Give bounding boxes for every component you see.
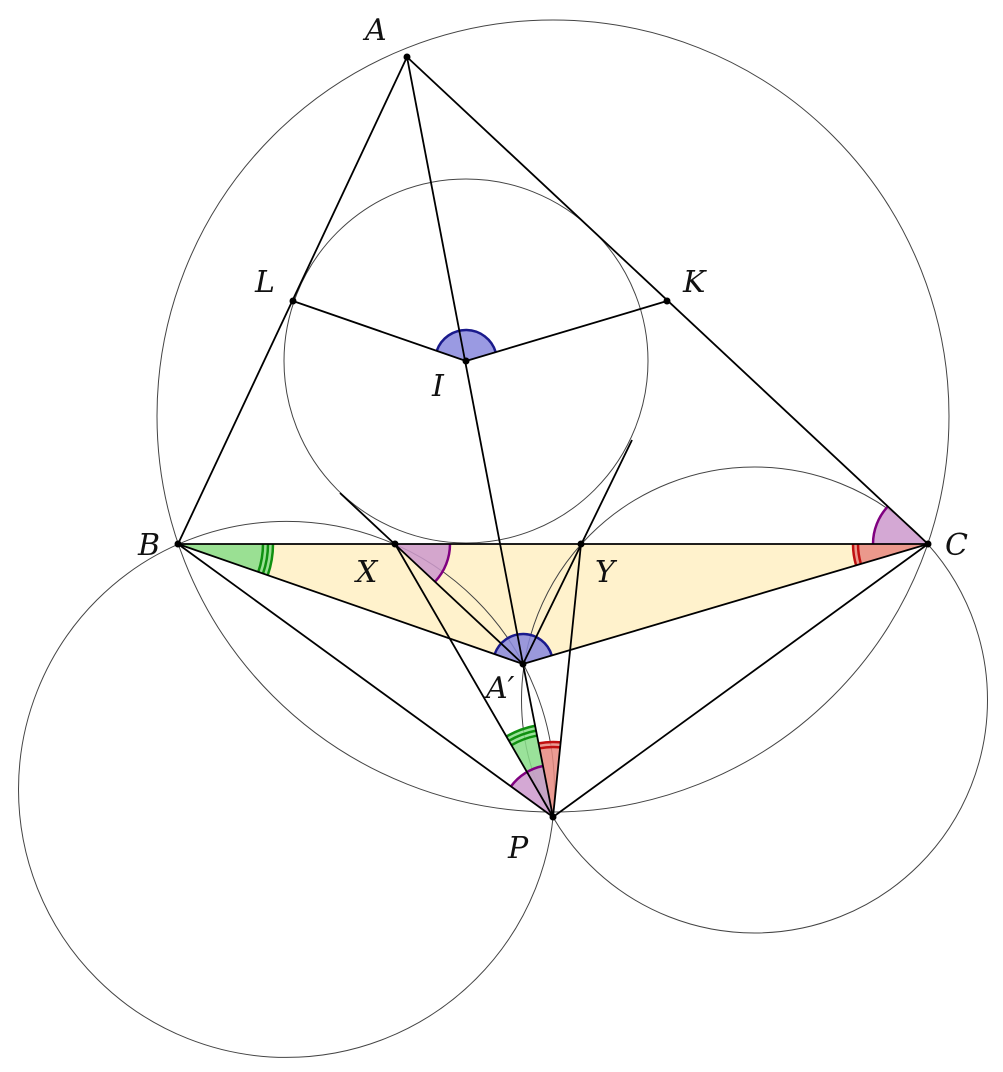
point-L [289,297,297,305]
segment-E2Ap [522,439,633,665]
angle-BPA-prime-fill [510,765,553,817]
point-A [403,53,411,61]
angle-BCA-arc [871,505,889,545]
point-Ap [519,660,527,668]
label-B: B [137,528,160,563]
label-P: P [507,831,529,866]
label-X: X [354,555,379,590]
point-K [663,297,671,305]
circumcircle [156,19,950,813]
label-Y: Y [595,555,618,590]
label-L: L [254,265,275,300]
point-P [549,813,557,821]
angle-A-primePY-arc [539,745,561,750]
angle-A-primePY-fill [538,742,561,817]
segment-BAp [177,543,524,665]
segment-CAp [522,543,929,665]
segment-XP [394,543,554,818]
label-A: A [362,13,387,48]
label-C: C [945,528,968,563]
segment-CP [552,543,929,818]
angle-LIK-arc [435,328,497,353]
label-K: K [682,265,707,300]
label-A-prime: A′ [483,671,515,706]
point-C [924,540,932,548]
incircle [283,178,649,544]
point-I [462,357,470,365]
angle-A-primePY-arc [538,740,561,745]
angle-CXA-prime-arc [434,543,452,583]
label-I: I [431,369,445,404]
segment-ApP [522,663,554,818]
angle-BA-primeC-fill [494,634,552,664]
circle-CYP [521,466,988,934]
segment-IL [292,300,467,362]
angle-CXA-prime-fill [395,544,450,582]
segment-YP [552,543,582,818]
segment-E1Ap [339,492,524,665]
point-B [174,540,182,548]
angle-BCA-fill [873,506,928,544]
angle-BA-primeC-arc [493,632,553,656]
angle-BPA-prime-arc [509,764,544,788]
point-Y [577,540,585,548]
point-X [391,540,399,548]
segment-BP [177,543,554,818]
angle-LIK-fill [436,330,496,361]
segment-IK [465,300,668,362]
